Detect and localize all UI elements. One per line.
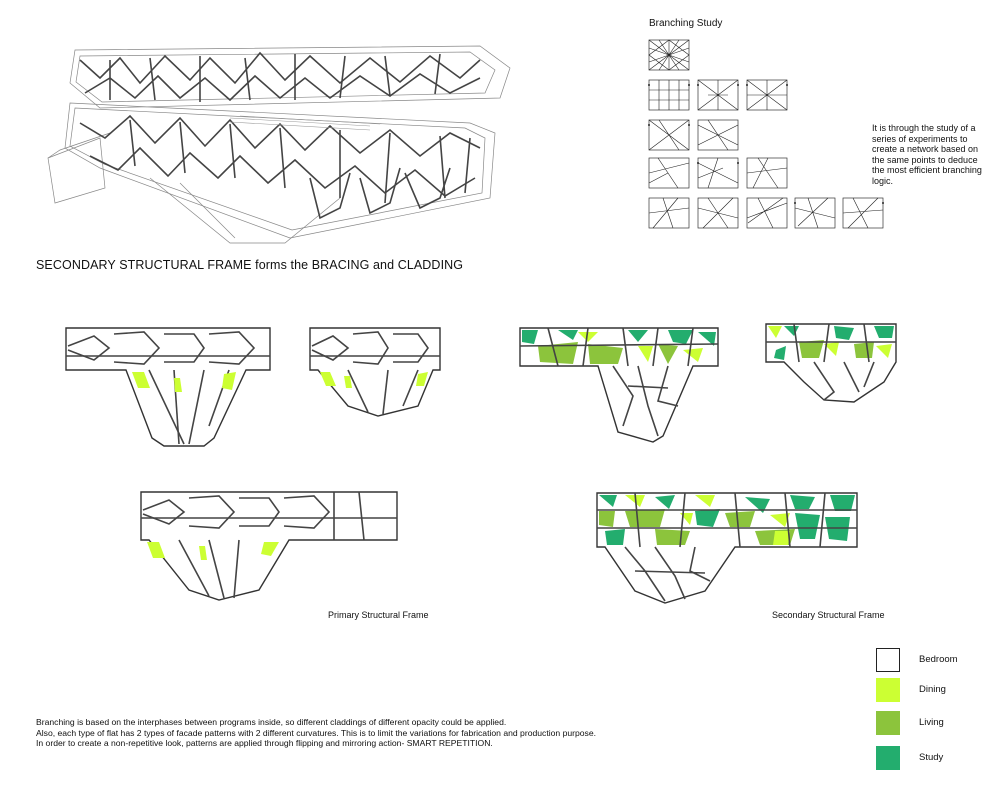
legend-swatch-dining	[876, 678, 900, 702]
branching-study-title: Branching Study	[649, 18, 723, 29]
secondary-frame-elevation-b	[765, 323, 897, 403]
legend-swatch-bedroom	[876, 648, 900, 672]
isometric-structure-drawing	[47, 45, 511, 244]
legend-label: Living	[919, 717, 944, 728]
description-line: Branching is based on the interphases be…	[36, 717, 507, 727]
description-line: Also, each type of flat has 2 types of f…	[36, 727, 597, 738]
legend-label: Bedroom	[919, 654, 958, 665]
primary-frame-caption: Primary Structural Frame	[328, 610, 429, 620]
legend-label: Dining	[919, 684, 946, 695]
legend-label: Study	[919, 752, 944, 763]
legend-swatch-study	[876, 746, 900, 770]
secondary-frame-elevation-c	[596, 492, 858, 604]
secondary-frame-caption: Secondary Structural Frame	[772, 610, 885, 620]
primary-frame-elevation-b	[309, 327, 441, 417]
description-text: Branching is based on the interphases be…	[36, 717, 596, 749]
primary-frame-elevation-a	[65, 327, 271, 447]
primary-frame-elevation-c	[140, 491, 398, 601]
branching-study-note: It is through the study of a series of e…	[872, 123, 982, 186]
branching-study-grid	[648, 39, 884, 229]
legend-swatch-living	[876, 711, 900, 735]
secondary-frame-elevation-a	[519, 327, 719, 443]
section-heading: SECONDARY STRUCTURAL FRAME forms the BRA…	[36, 258, 464, 272]
description-line: In order to create a non-repetitive look…	[36, 738, 493, 749]
